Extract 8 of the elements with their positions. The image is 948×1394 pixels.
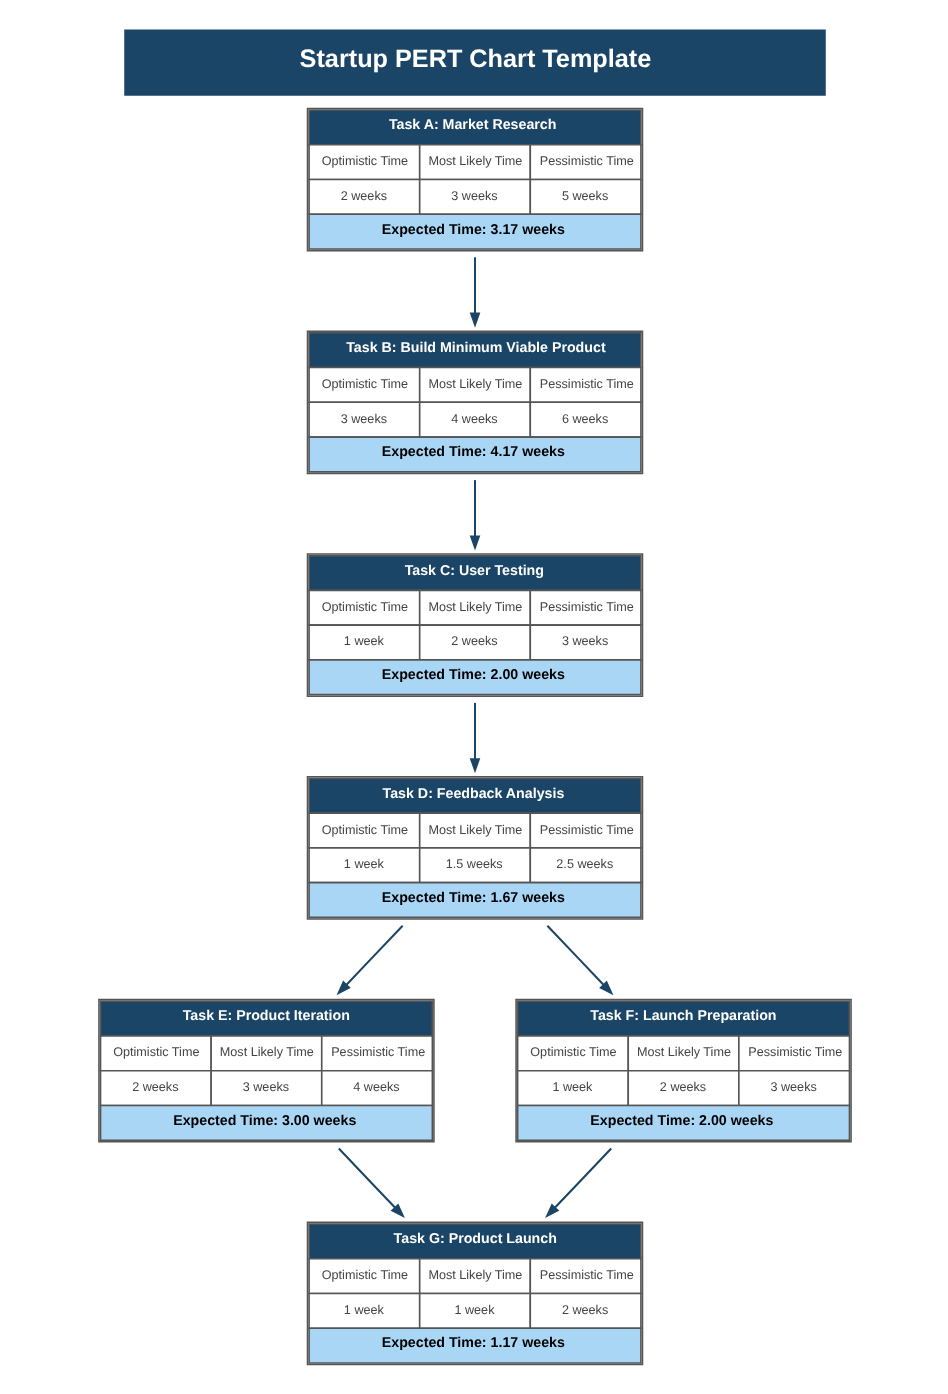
diagram-title: Startup PERT Chart Template	[298, 45, 651, 74]
arrow	[545, 924, 613, 996]
arrow	[335, 924, 403, 996]
arrow	[468, 480, 480, 551]
arrow	[468, 257, 480, 328]
arrow	[544, 1147, 611, 1219]
arrow	[337, 1147, 404, 1219]
arrow	[468, 702, 480, 774]
